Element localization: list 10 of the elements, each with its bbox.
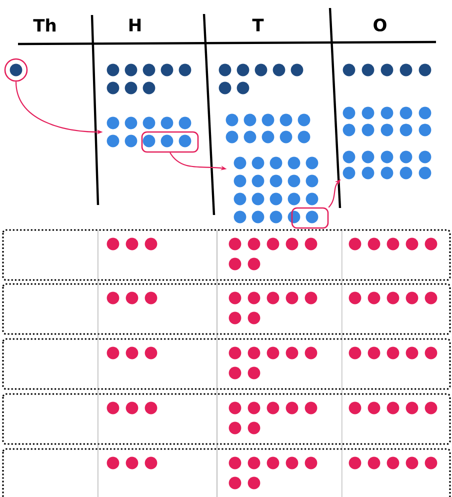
dot-group (106, 116, 192, 148)
label: O (374, 18, 386, 32)
circled-group (291, 207, 329, 229)
dot-group (342, 106, 432, 180)
circled-dot (4, 58, 28, 82)
circled-group (141, 131, 199, 153)
label: T (252, 18, 264, 32)
label: H (129, 18, 141, 32)
label: Th (33, 18, 56, 32)
dot-group (226, 114, 318, 224)
